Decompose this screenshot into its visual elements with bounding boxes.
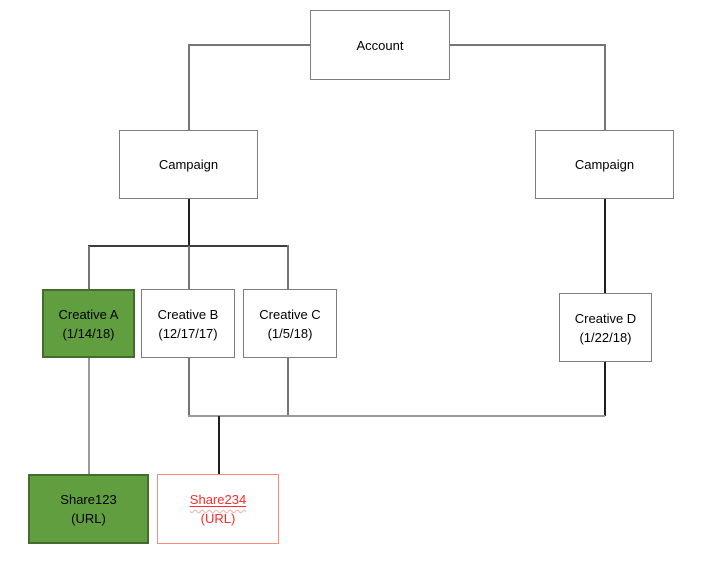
edge-account-to-right-campaign-horizontal bbox=[450, 44, 605, 46]
node-share234-detail: (URL) bbox=[200, 511, 236, 526]
node-creative-c-date: (1/5/18) bbox=[267, 325, 313, 341]
node-campaign-left: Campaign bbox=[119, 130, 258, 199]
edge-account-to-right-campaign-vertical bbox=[604, 44, 606, 130]
node-creative-c: Creative C (1/5/18) bbox=[243, 289, 337, 358]
node-share234: Share234 (URL) bbox=[157, 474, 279, 544]
edge-left-campaign-down bbox=[188, 198, 190, 246]
edge-drop-creative-c bbox=[287, 245, 289, 289]
node-creative-a: Creative A (1/14/18) bbox=[42, 289, 135, 358]
node-creative-b: Creative B (12/17/17) bbox=[141, 289, 235, 358]
edge-creative-c-down bbox=[287, 357, 289, 416]
edge-account-to-left-campaign-vertical bbox=[188, 44, 190, 130]
edge-shares-bus bbox=[188, 415, 605, 417]
node-campaign-left-label: Campaign bbox=[158, 157, 219, 172]
node-campaign-right-label: Campaign bbox=[574, 157, 635, 172]
edge-creatives-bus bbox=[88, 245, 288, 247]
node-creative-d-date: (1/22/18) bbox=[579, 329, 632, 345]
edge-bus-to-share234 bbox=[218, 416, 220, 474]
edge-creative-d-down bbox=[604, 361, 606, 416]
node-creative-b-date: (12/17/17) bbox=[158, 325, 218, 341]
node-creative-d-name: Creative D bbox=[574, 310, 637, 326]
node-share123-detail: (URL) bbox=[71, 511, 106, 526]
node-creative-c-name: Creative C bbox=[259, 306, 321, 322]
node-creative-d: Creative D (1/22/18) bbox=[559, 293, 652, 362]
node-campaign-right: Campaign bbox=[535, 130, 674, 199]
node-account-label: Account bbox=[356, 37, 404, 53]
node-share234-name: Share234 bbox=[189, 492, 247, 507]
edge-account-to-left-campaign-horizontal bbox=[188, 44, 310, 46]
edge-creative-b-down bbox=[188, 357, 190, 416]
edge-drop-creative-b bbox=[188, 246, 190, 289]
node-creative-a-date: (1/14/18) bbox=[62, 325, 115, 341]
node-creative-b-name: Creative B bbox=[157, 306, 219, 322]
node-creative-a-name: Creative A bbox=[58, 306, 119, 322]
node-share123-name: Share123 bbox=[60, 492, 117, 507]
edge-creative-a-to-share123 bbox=[88, 357, 90, 474]
edge-drop-creative-a bbox=[88, 246, 90, 289]
node-share234-link-underline: Share234 bbox=[190, 490, 246, 509]
node-account: Account bbox=[310, 10, 450, 80]
node-share123: Share123 (URL) bbox=[28, 474, 149, 544]
edge-right-campaign-to-creative-d bbox=[604, 198, 606, 293]
